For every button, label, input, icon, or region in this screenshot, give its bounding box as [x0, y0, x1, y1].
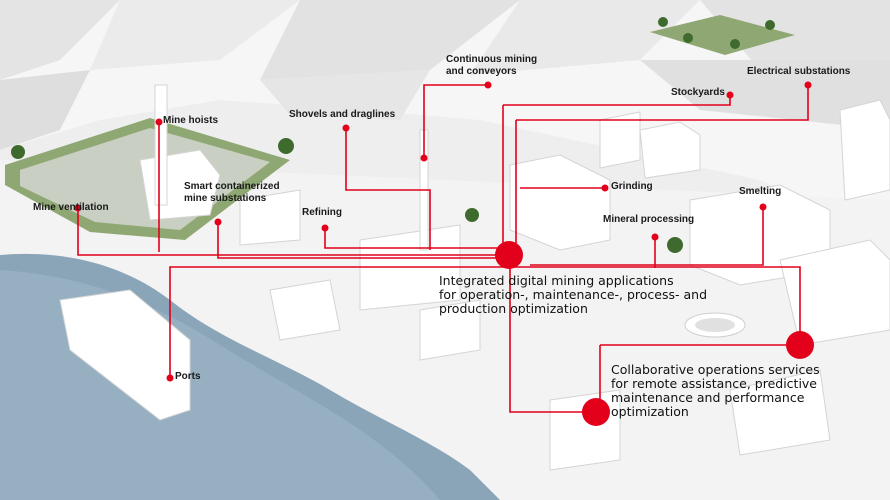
- integrated-hub: [495, 241, 523, 269]
- label-electrical-substations: Electrical substations: [747, 66, 851, 77]
- label-refining: Refining: [302, 207, 342, 218]
- label-stockyards: Stockyards: [671, 87, 725, 98]
- label-mine-hoists: Mine hoists: [163, 115, 219, 126]
- connector-lines: [77, 84, 809, 413]
- label-shovels: Shovels and draglines: [289, 109, 396, 120]
- label-ports: Ports: [175, 371, 201, 382]
- callout-integrated: Integrated digital mining applications f…: [439, 273, 708, 316]
- label-continuous-mining: Continuous mining and conveyors: [446, 54, 538, 77]
- collaborative-hub: [786, 331, 814, 359]
- collaborative-hub-secondary: [582, 398, 610, 426]
- label-grinding: Grinding: [611, 181, 653, 192]
- label-mineral-processing: Mineral processing: [603, 214, 695, 225]
- label-dots: [74, 81, 812, 382]
- label-smelting: Smelting: [739, 186, 782, 197]
- label-smart-substations: Smart containerized mine substations: [184, 181, 280, 204]
- label-mine-ventilation: Mine ventilation: [33, 202, 109, 213]
- trees: [11, 17, 775, 253]
- grass-area: [650, 15, 795, 55]
- callout-collaborative: Collaborative operations services for re…: [611, 362, 820, 419]
